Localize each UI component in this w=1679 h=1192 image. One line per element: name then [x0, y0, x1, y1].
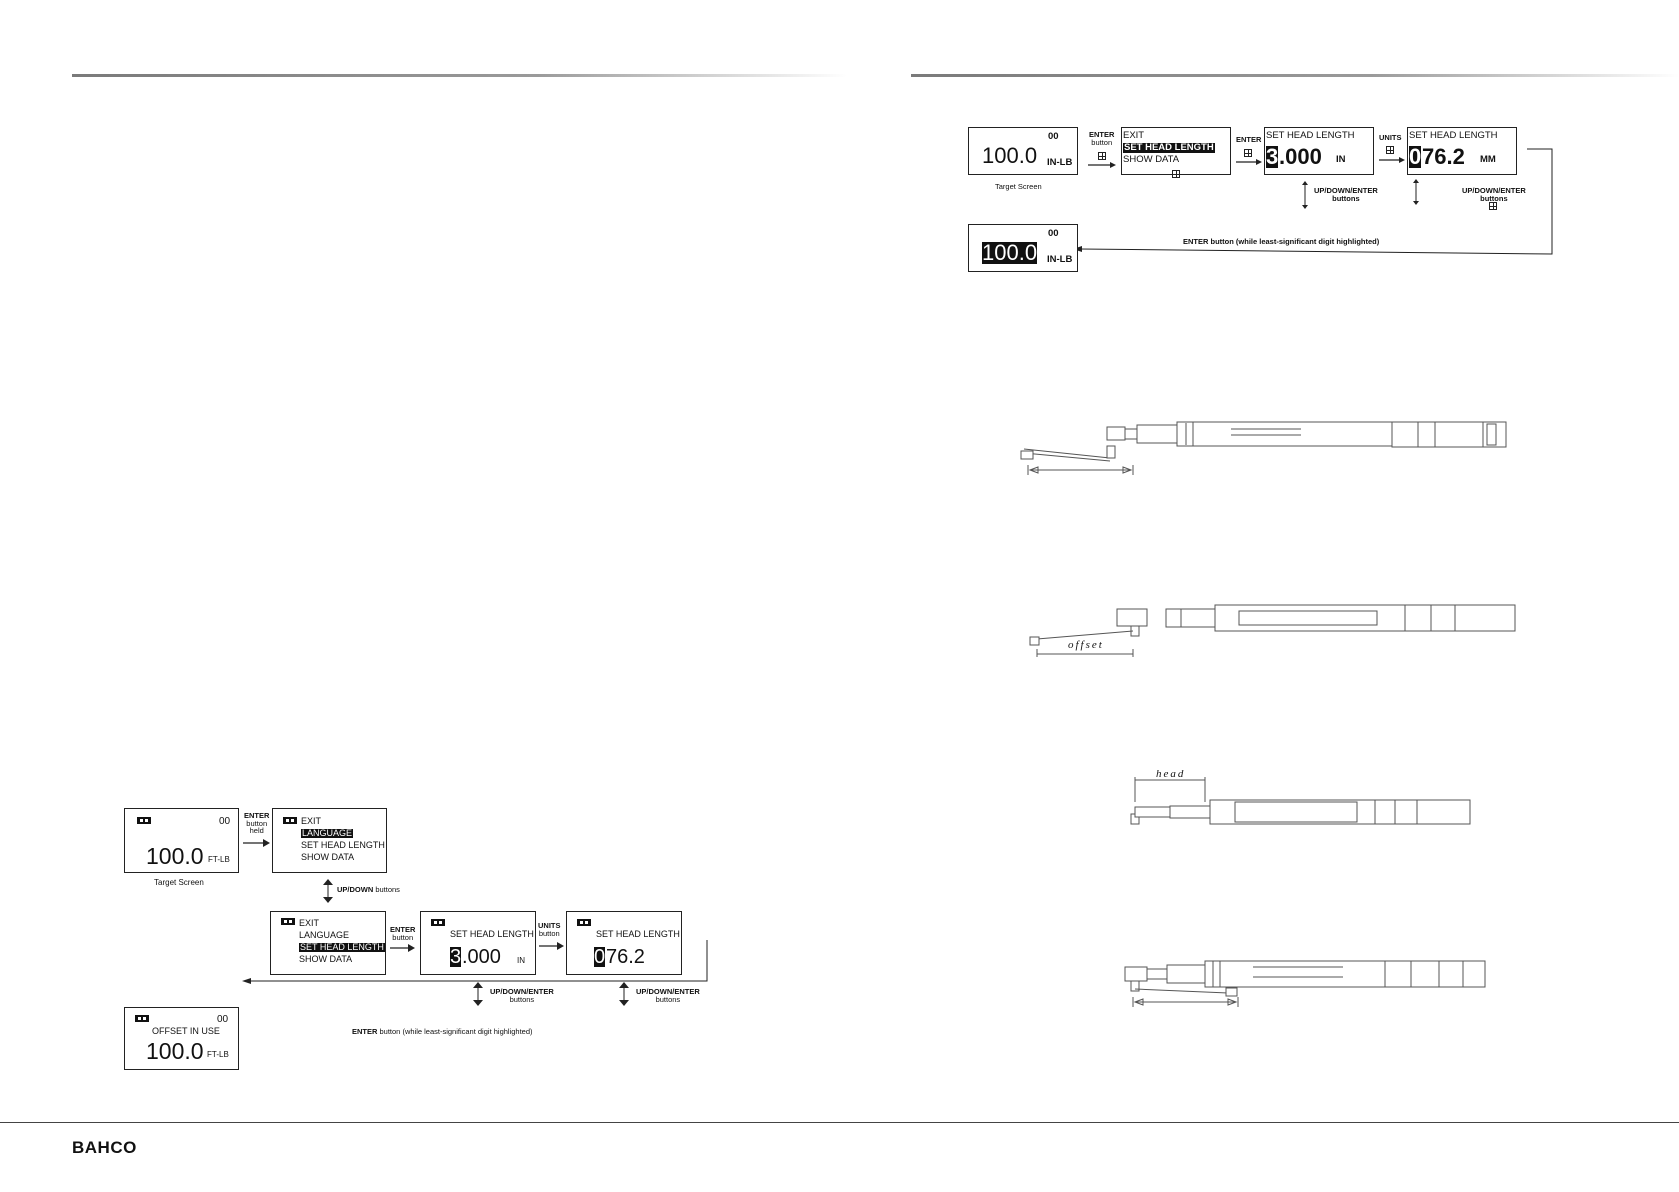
enter-key-icon [1489, 202, 1497, 210]
counter: 00 [1048, 228, 1059, 239]
battery-icon [135, 1015, 149, 1022]
screen-title: SET HEAD LENGTH [596, 929, 680, 939]
counter: 00 [217, 1014, 229, 1025]
unit: IN [517, 956, 525, 965]
counter: 00 [219, 816, 231, 827]
right-target-screen: 00 100.0 IN-LB [968, 127, 1078, 175]
menu-item-exit[interactable]: EXIT [1123, 130, 1145, 141]
menu-item-language[interactable]: LANGUAGE [299, 930, 350, 940]
updown-label: UP/DOWN buttons [337, 885, 400, 894]
left-return-label: ENTER button (while least-significant di… [352, 1027, 533, 1036]
brand-logo: BAHCO [72, 1138, 137, 1157]
selected-digit[interactable]: 0 [594, 946, 606, 968]
battery-icon [281, 918, 295, 925]
unit: MM [1480, 154, 1496, 165]
right-set-mm-screen: SET HEAD LENGTH 0 76.2 MM [1407, 127, 1517, 175]
wrench-diagram-head [1130, 777, 1471, 825]
unit: IN [1336, 154, 1346, 165]
menu-item-exit[interactable]: EXIT [299, 918, 320, 928]
reading: 100.0 [146, 843, 204, 869]
selected-digit[interactable]: 3 [1266, 144, 1279, 169]
updown-arrow-icon [323, 879, 333, 903]
right-result-screen: 00 100.0 IN-LB [968, 224, 1078, 272]
menu-item-set-head-length[interactable]: SET HEAD LENGTH [1123, 142, 1215, 153]
left-result-screen: 00 OFFSET IN USE 100.0 FT-LB [124, 1007, 239, 1070]
menu-item-language[interactable]: LANGUAGE [301, 828, 354, 838]
menu-item-show-data[interactable]: SHOW DATA [301, 852, 355, 862]
left-target-caption: Target Screen [154, 878, 204, 887]
menu-item-set-head-length[interactable]: SET HEAD LENGTH [301, 840, 385, 850]
arrow-right-icon [390, 944, 415, 952]
arrow-right-icon [243, 839, 270, 847]
left-header-rule [72, 74, 847, 77]
updown-arrow-icon [619, 982, 629, 1006]
value-digits: 76.2 [606, 946, 645, 968]
reading: 100.0 [146, 1038, 204, 1064]
menu-item-show-data[interactable]: SHOW DATA [299, 954, 353, 964]
enter-key-icon [1172, 170, 1180, 178]
screen-title: SET HEAD LENGTH [450, 929, 534, 939]
left-return-connector [242, 940, 708, 984]
offset-label: offset [1068, 639, 1104, 651]
unit: IN-LB [1047, 157, 1073, 168]
value-digits: 76.2 [1422, 144, 1465, 169]
units-key-icon [1386, 146, 1394, 154]
right-target-caption: Target Screen [995, 182, 1042, 191]
arrow-right-icon [1088, 162, 1116, 168]
menu-item-show-data[interactable]: SHOW DATA [1123, 154, 1180, 165]
updown-arrow-icon [473, 982, 483, 1006]
left-menu-screen-1: EXIT LANGUAGE SET HEAD LENGTH SHOW DATA [272, 808, 387, 873]
battery-icon [283, 817, 297, 824]
screen-title: SET HEAD LENGTH [1266, 130, 1355, 141]
unit: FT-LB [208, 855, 230, 864]
right-set-in-screen: SET HEAD LENGTH 3 .000 IN [1264, 127, 1374, 175]
updown-arrow-icon [1302, 181, 1308, 209]
left-set-in-screen: SET HEAD LENGTH 3 .000 IN [420, 911, 536, 975]
footer-rule [0, 1122, 1679, 1123]
reading: 100.0 [982, 143, 1038, 168]
battery-icon [137, 817, 151, 824]
wrench-diagram-extension-right [1124, 960, 1486, 1007]
battery-icon [431, 919, 445, 926]
selected-digit[interactable]: 0 [1409, 144, 1422, 169]
unit: IN-LB [1047, 254, 1073, 265]
enter-key-icon [1244, 149, 1252, 157]
status-text: OFFSET IN USE [152, 1026, 220, 1036]
arrow-right-icon [539, 942, 564, 950]
menu-item-exit[interactable]: EXIT [301, 816, 322, 826]
wrench-diagram-extension-left [1020, 421, 1507, 475]
right-return-label: ENTER button (while least-significant di… [1183, 237, 1380, 246]
right-menu-screen: EXIT SET HEAD LENGTH SHOW DATA [1121, 127, 1231, 175]
value-digits: .000 [1279, 144, 1322, 169]
screen-title: SET HEAD LENGTH [1409, 130, 1498, 141]
unit: FT-LB [207, 1050, 229, 1059]
left-set-mm-screen: SET HEAD LENGTH 0 76.2 [566, 911, 682, 975]
updown-arrow-icon [1413, 179, 1419, 205]
left-target-screen: 00 100.0 FT-LB [124, 808, 239, 873]
left-menu-screen-2: EXIT LANGUAGE SET HEAD LENGTH SHOW DATA [270, 911, 386, 975]
right-units-label: UNITS [1379, 133, 1402, 142]
right-enter-label: ENTER [1236, 135, 1262, 144]
counter: 00 [1048, 131, 1059, 142]
arrow-right-icon [1379, 157, 1405, 163]
arrow-right-icon [1236, 159, 1262, 165]
value-digits: .000 [462, 946, 501, 968]
head-label: head [1156, 768, 1186, 780]
enter-key-icon [1098, 152, 1106, 160]
wrench-diagram-offset [1029, 604, 1516, 657]
menu-item-set-head-length[interactable]: SET HEAD LENGTH [299, 942, 385, 952]
battery-icon [577, 919, 591, 926]
reading: 100.0 [982, 240, 1038, 265]
selected-digit[interactable]: 3 [450, 946, 462, 968]
right-header-rule [911, 74, 1679, 77]
